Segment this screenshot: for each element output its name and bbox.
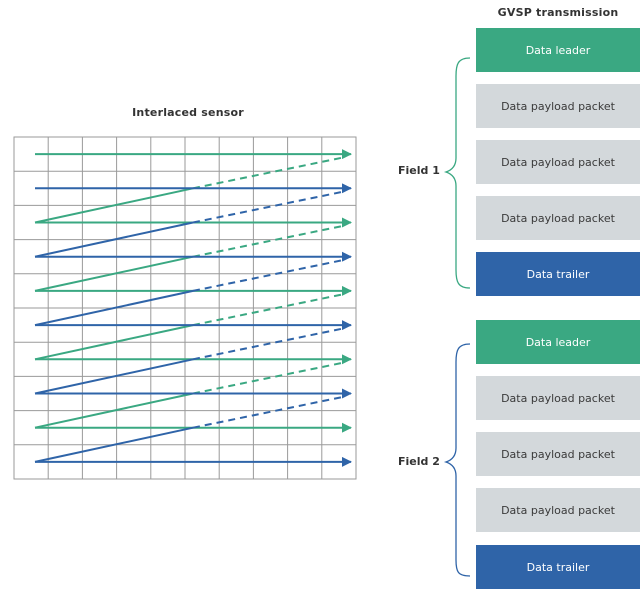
field-1-retrace-dashed [192, 224, 346, 258]
field-2-retrace-solid [34, 289, 194, 327]
field-2-retrace-solid [34, 221, 194, 258]
field-1-retrace-solid [34, 187, 194, 224]
sensor-grid [13, 136, 357, 480]
field-2-data-trailer: Data trailer [476, 545, 640, 589]
field-1-payload-packet-1: Data payload packet [476, 84, 640, 128]
field-2-label: Field 2 [398, 455, 440, 468]
sensor-title: Interlaced sensor [132, 106, 244, 119]
field-2-retrace-solid [34, 426, 194, 463]
interlaced-sensor-diagram [13, 136, 357, 480]
field-1-data-trailer: Data trailer [476, 252, 640, 296]
field-1-label: Field 1 [398, 164, 440, 177]
field-2-payload-packet-1: Data payload packet [476, 376, 640, 420]
field-1-bracket [443, 57, 471, 289]
field-2-payload-packet-2: Data payload packet [476, 432, 640, 476]
gvsp-title: GVSP transmission [497, 6, 619, 19]
field-2-retrace-solid [34, 358, 194, 395]
field-2-retrace-dashed [192, 395, 346, 429]
field-2-retrace-dashed [192, 258, 346, 292]
scan-arrows [34, 149, 352, 467]
field-2-retrace-dashed [192, 190, 346, 224]
field-1-retrace-solid [34, 324, 194, 361]
field-2-retrace-dashed [192, 327, 346, 361]
field-2-data-leader: Data leader [476, 320, 640, 364]
field-1-payload-packet-3: Data payload packet [476, 196, 640, 240]
field-1-retrace-dashed [192, 361, 346, 395]
field-1-retrace-dashed [192, 292, 346, 327]
field-1-retrace-solid [34, 255, 194, 292]
field-1-retrace-solid [34, 392, 194, 429]
field-1-retrace-dashed [192, 156, 346, 190]
field-2-bracket [443, 343, 471, 577]
field-2-payload-packet-3: Data payload packet [476, 488, 640, 532]
field-1-data-leader: Data leader [476, 28, 640, 72]
field-1-payload-packet-2: Data payload packet [476, 140, 640, 184]
